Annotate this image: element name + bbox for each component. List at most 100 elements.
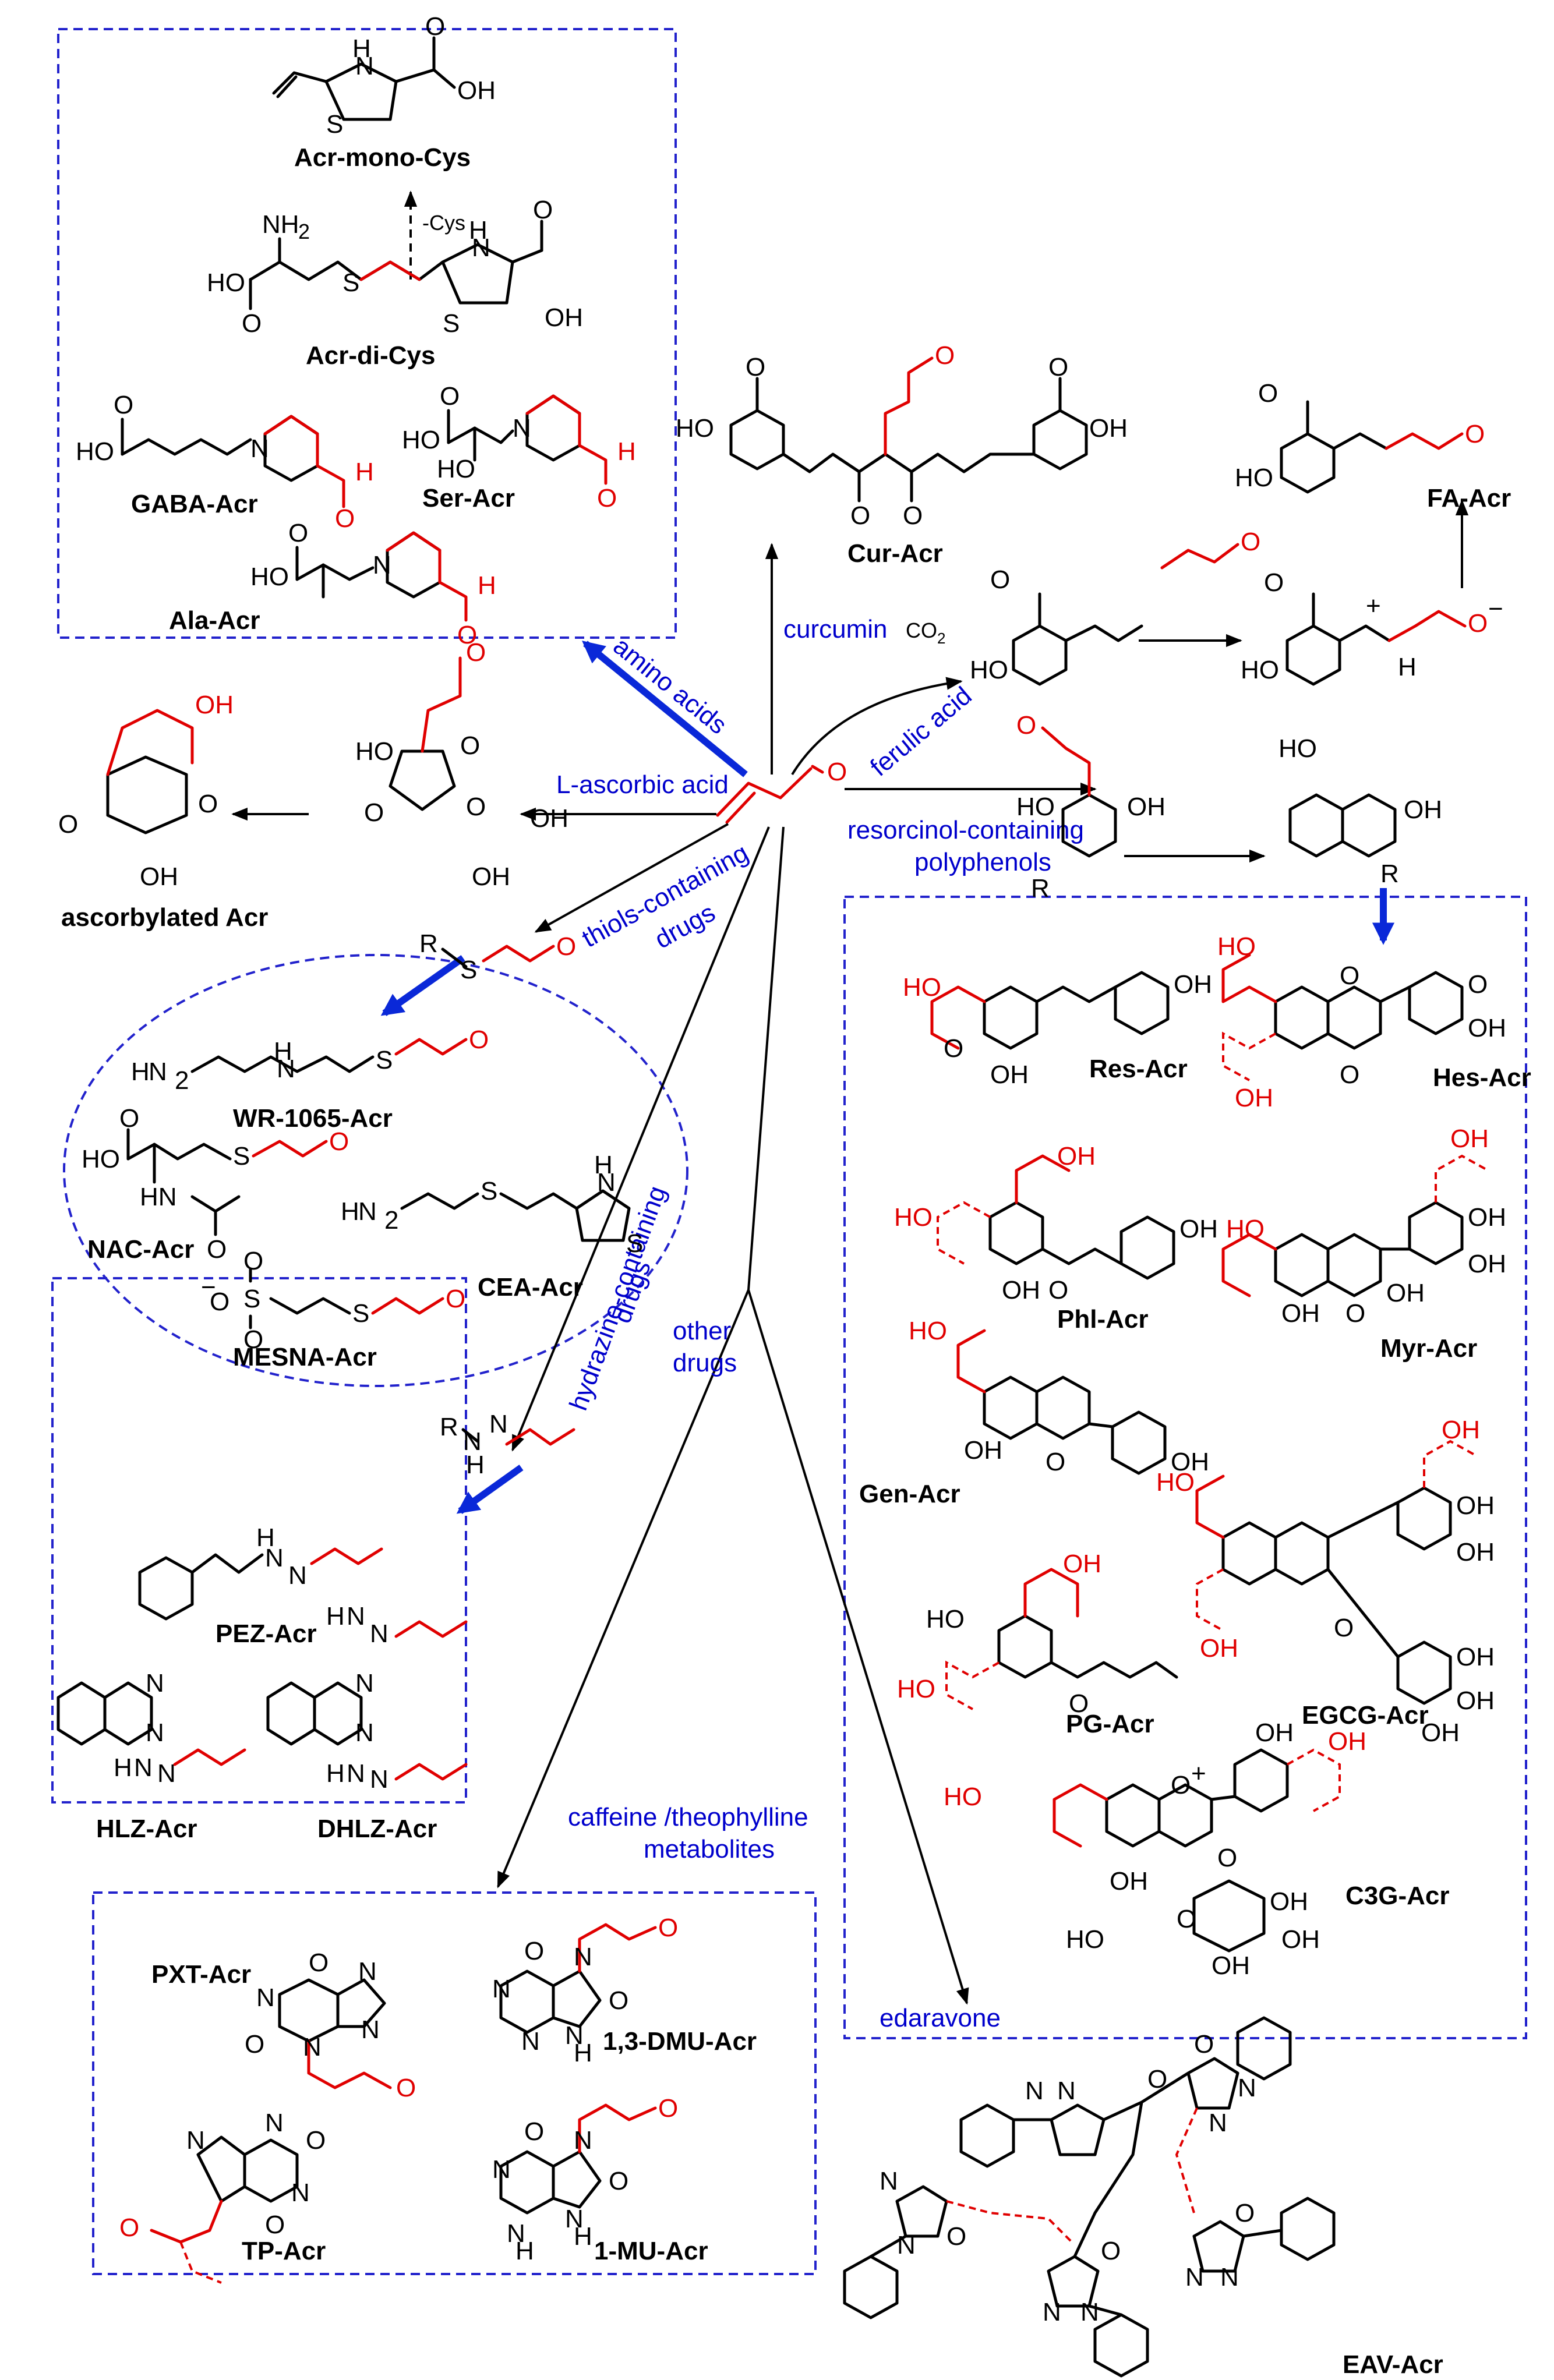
bold-arrow-hydrazine [456,1465,524,1514]
svg-text:2: 2 [384,1206,398,1235]
svg-text:S: S [626,1229,643,1258]
svg-text:O: O [58,810,78,839]
svg-text:N: N [1238,2074,1256,2102]
svg-text:HO: HO [207,268,245,297]
svg-text:O: O [243,1247,263,1275]
svg-text:O: O [440,382,460,411]
svg-text:HO: HO [903,973,941,1002]
svg-text:HO: HO [1016,793,1055,821]
svg-text:O: O [850,501,870,530]
fa-acr-structure: HOO O [1235,379,1485,494]
svg-text:OH: OH [1468,1203,1506,1232]
svg-text:N: N [157,1759,176,1788]
svg-text:OH: OH [1456,1491,1495,1520]
svg-text:OH: OH [1212,1951,1250,1980]
svg-text:OH: OH [1386,1279,1425,1307]
reagent-edaravone: edaravone [880,2004,1001,2032]
mu-acr-structure: NNH NNH OO O [492,2094,678,2265]
svg-text:O: O [1241,528,1260,556]
svg-text:S: S [243,1285,260,1313]
svg-text:H: H [341,1197,359,1226]
svg-text:N: N [256,1983,275,2012]
reagent-l-ascorbic-acid: L-ascorbic acid [556,770,729,799]
co2-label: CO2 [906,618,945,647]
label-dmu-acr: 1,3-DMU-Acr [603,2027,757,2056]
svg-text:N: N [358,1197,377,1226]
gaba-acr-structure: HOO NOH [76,391,374,533]
label-egcg-acr: EGCG-Acr [1302,1701,1429,1730]
svg-text:OH: OH [1002,1276,1040,1304]
svg-text:HO: HO [1235,464,1273,492]
svg-text:2: 2 [175,1066,189,1095]
svg-text:N: N [373,551,391,579]
svg-text:H: H [352,34,371,63]
svg-text:OH: OH [195,691,234,719]
pez-acr-structure: HN N [138,1523,383,1621]
svg-text:O: O [245,2030,264,2059]
svg-text:N: N [513,414,531,443]
svg-text:O: O [746,353,765,381]
label-mesna-acr: MESNA-Acr [233,1343,377,1371]
svg-text:HN: HN [140,1183,177,1211]
svg-text:O: O [1340,961,1359,990]
svg-text:N: N [1185,2263,1204,2291]
svg-text:OH: OH [140,862,178,891]
svg-text:OH: OH [1456,1686,1495,1715]
label-myr-acr: Myr-Acr [1380,1334,1477,1363]
svg-text:N: N [149,1058,167,1086]
svg-text:N: N [1220,2263,1239,2291]
svg-text:OH: OH [457,76,496,105]
svg-text:R: R [1031,874,1050,903]
label-pez-acr: PEZ-Acr [216,1619,317,1648]
svg-text:HO: HO [355,737,394,766]
svg-text:N: N [146,1718,164,1747]
svg-text:OH: OH [1450,1124,1489,1153]
svg-text:O: O [466,638,486,667]
svg-text:O: O [1217,1844,1237,1872]
svg-text:N: N [288,1561,307,1590]
svg-text:O: O [119,2213,139,2242]
reagent-caffeine-line2: metabolites [644,1835,775,1863]
tp-acr-structure: NN OO NO [119,2109,326,2284]
svg-text:H: H [594,1151,613,1179]
svg-text:OH: OH [1456,1538,1495,1566]
svg-text:O: O [944,1034,963,1063]
svg-text:O: O [210,1288,229,1316]
amino-acid-products-box [57,28,677,639]
nac-acr-structure: HOO SO HNO [82,1104,349,1264]
svg-text:N: N [521,2027,540,2056]
svg-text:N: N [186,2126,205,2155]
svg-text:S: S [443,309,460,338]
svg-text:O: O [243,1325,263,1354]
label-ser-acr: Ser-Acr [422,484,515,512]
svg-text:O: O [114,391,133,419]
svg-text:N: N [355,52,374,80]
svg-text:OH: OH [1328,1727,1366,1756]
label-dhlz-acr: DHLZ-Acr [317,1815,437,1843]
svg-text:N: N [361,2015,380,2044]
svg-text:O: O [425,12,445,41]
svg-text:O: O [265,2211,285,2239]
svg-text:O: O [609,2167,628,2195]
label-hlz-acr: HLZ-Acr [96,1815,197,1843]
svg-text:N: N [370,1619,388,1648]
svg-text:O: O [1194,2030,1214,2059]
label-tp-acr: TP-Acr [242,2237,326,2265]
svg-text:O: O [1468,970,1488,999]
cea-acr-structure: HN 2S HN S [341,1151,643,1258]
label-wr1065-acr: WR-1065-Acr [233,1104,393,1133]
svg-text:N: N [897,2231,916,2259]
svg-text:O: O [119,1104,139,1133]
label-phl-acr: Phl-Acr [1057,1305,1148,1334]
svg-text:S: S [481,1177,497,1205]
svg-text:N: N [597,1168,616,1197]
svg-text:HO: HO [1156,1468,1195,1497]
svg-text:−: − [1488,595,1503,623]
svg-text:OH: OH [964,1436,1002,1465]
